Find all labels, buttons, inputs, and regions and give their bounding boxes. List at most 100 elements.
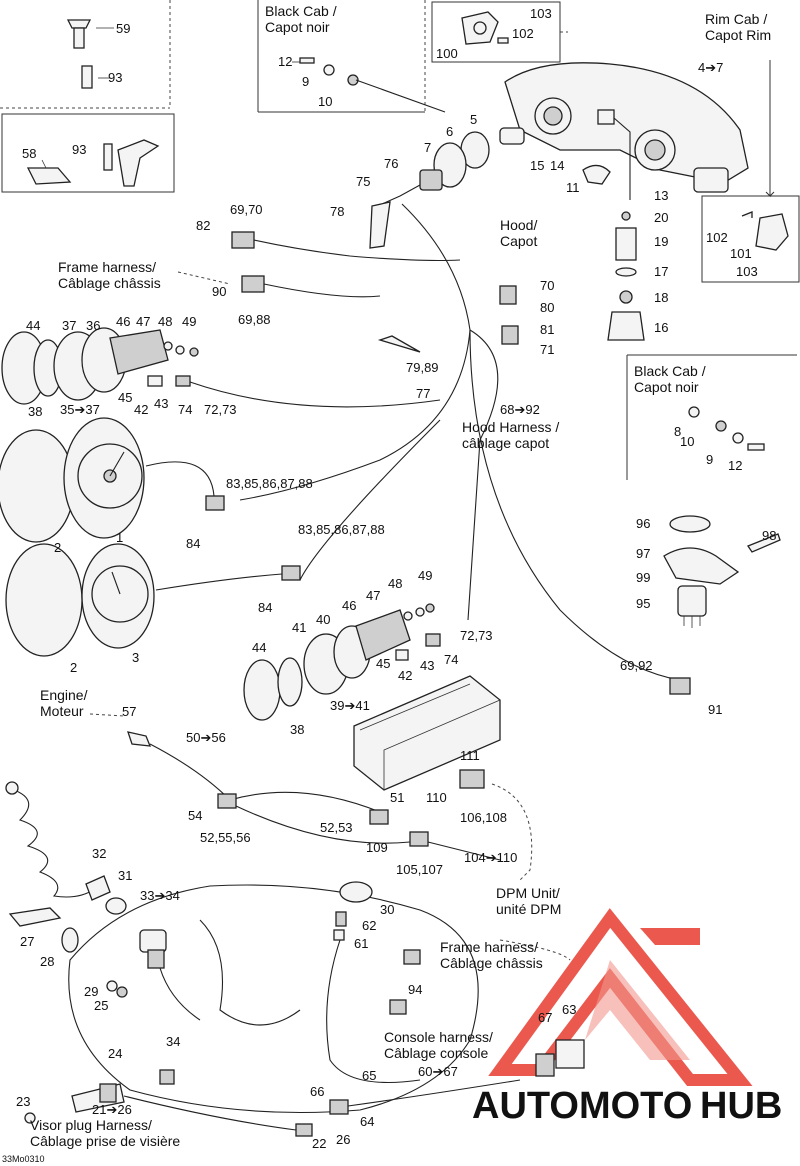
label-111: 111 xyxy=(460,748,480,763)
label-43a: 43 xyxy=(154,396,168,411)
harness-109 xyxy=(235,805,411,844)
label-20: 20 xyxy=(654,210,668,225)
label-70: 70 xyxy=(540,278,554,293)
hood-stud xyxy=(607,211,645,341)
caption-black-cab-right-1: Black Cab / xyxy=(634,363,706,379)
caption-frame-harness-bottom-1: Frame harness/ xyxy=(440,939,538,955)
caption-hood-harness-1: Hood Harness / xyxy=(462,419,559,435)
label-40: 40 xyxy=(316,612,330,627)
label-54: 54 xyxy=(188,808,202,823)
label-10b: 10 xyxy=(680,434,694,449)
label-22: 22 xyxy=(312,1136,326,1151)
part-labels: 59 93 58 93 12 9 10 103 102 100 4➔7 5 6 … xyxy=(16,6,776,1151)
label-103b: 103 xyxy=(736,264,758,279)
automotohub-wordmark: AUTOMOTO HUB xyxy=(472,1085,782,1127)
leader-cab xyxy=(355,79,446,113)
box-58-93 xyxy=(1,113,175,193)
washer-9 xyxy=(323,64,335,76)
label-52-53: 52,53 xyxy=(320,820,353,835)
label-97: 97 xyxy=(636,546,650,561)
part-24 xyxy=(99,1083,117,1103)
label-23: 23 xyxy=(16,1094,30,1109)
label-1: 1 xyxy=(116,530,123,545)
connector-90 xyxy=(241,275,265,293)
label-105-107: 105,107 xyxy=(396,862,443,877)
box-59-93 xyxy=(0,0,171,109)
label-34b: 34 xyxy=(166,1034,180,1049)
label-109: 109 xyxy=(366,840,388,855)
label-68to92: 68➔92 xyxy=(500,402,540,417)
label-42a: 42 xyxy=(134,402,148,417)
bulb-assembly xyxy=(381,127,525,205)
label-104to110: 104➔110 xyxy=(464,850,517,865)
button-30 xyxy=(339,881,373,903)
console-inner xyxy=(199,919,301,1026)
pin-93b xyxy=(103,143,113,171)
ignition-parts xyxy=(663,515,781,695)
label-84b: 84 xyxy=(258,600,272,615)
label-93a: 93 xyxy=(108,70,122,85)
connector-84b xyxy=(281,565,301,581)
label-83b: 83,85,86,87,88 xyxy=(298,522,385,537)
label-35to37: 35➔37 xyxy=(60,402,100,417)
harness-30 xyxy=(326,939,421,1084)
washer-29 xyxy=(106,980,118,992)
label-83a: 83,85,86,87,88 xyxy=(226,476,313,491)
harness-84b xyxy=(299,419,441,581)
label-47a: 47 xyxy=(136,314,150,329)
label-74b: 74 xyxy=(444,652,458,667)
visor-harness xyxy=(123,1095,297,1131)
dpm-unit xyxy=(353,675,533,881)
connector-34b xyxy=(159,1069,175,1085)
connector-64 xyxy=(329,1099,349,1115)
label-42b: 42 xyxy=(398,668,412,683)
box-101-103 xyxy=(701,195,800,283)
tie-79 xyxy=(377,335,421,353)
caption-rim-cab-1: Rim Cab / xyxy=(705,11,767,27)
cap-31 xyxy=(105,897,127,915)
fastener-59 xyxy=(66,19,114,49)
caption-hood-harness-2: câblage capot xyxy=(462,435,549,451)
label-9b: 9 xyxy=(706,452,713,467)
label-21to26: 21➔26 xyxy=(92,1102,132,1117)
connector-54 xyxy=(217,793,237,809)
label-15: 15 xyxy=(530,158,544,173)
label-30: 30 xyxy=(380,902,394,917)
label-38b: 38 xyxy=(290,722,304,737)
figure-code: 33Mo0310 xyxy=(2,1154,45,1164)
label-60to67: 60➔67 xyxy=(418,1064,458,1079)
label-69-88: 69,88 xyxy=(238,312,271,327)
arrow-engine xyxy=(89,713,125,717)
automotohub-logo xyxy=(488,908,753,1086)
label-98: 98 xyxy=(762,528,776,543)
label-19: 19 xyxy=(654,234,668,249)
label-49b: 49 xyxy=(418,568,432,583)
washer-8 xyxy=(688,406,700,418)
label-67: 67 xyxy=(538,1010,552,1025)
label-80: 80 xyxy=(540,300,554,315)
label-45a: 45 xyxy=(118,390,132,405)
label-72-73b: 72,73 xyxy=(460,628,493,643)
label-57: 57 xyxy=(122,704,136,719)
rim-cab-housing xyxy=(504,62,749,200)
wordmark-hub: HUB xyxy=(700,1085,782,1127)
connector-67 xyxy=(535,1053,555,1077)
part-62 xyxy=(335,911,347,927)
label-50to56: 50➔56 xyxy=(186,730,226,745)
label-29: 29 xyxy=(84,984,98,999)
label-41: 41 xyxy=(292,620,306,635)
label-48b: 48 xyxy=(388,576,402,591)
part-28 xyxy=(61,927,79,953)
label-69-70: 69,70 xyxy=(230,202,263,217)
connector-71 xyxy=(501,325,519,345)
label-91: 91 xyxy=(708,702,722,717)
gauge-assembly-lower xyxy=(243,603,441,721)
gauge-cluster-1 xyxy=(0,417,225,543)
connector-94a xyxy=(403,949,421,965)
label-95: 95 xyxy=(636,596,650,611)
rim-cab-arrow xyxy=(765,190,775,198)
caption-engine-2: Moteur xyxy=(40,703,84,719)
clip-bracket xyxy=(117,139,160,187)
label-14: 14 xyxy=(550,158,564,173)
